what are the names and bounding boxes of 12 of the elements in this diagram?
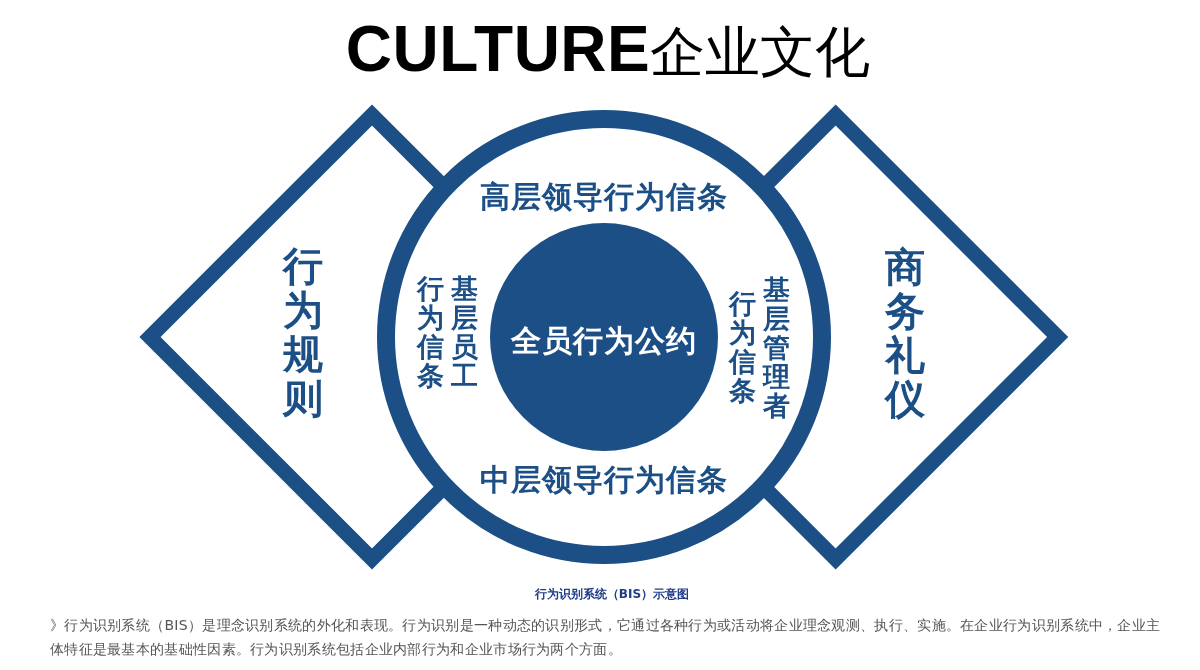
caption: 行为识别系统（BIS）示意图 [534,586,690,602]
center-circle [490,223,718,451]
ring-label: 高层领导行为信条 [480,179,728,213]
paragraph: 》行为识别系统（BIS）是理念识别系统的外化和表现。行为识别是一种动态的识别形式，它通过各种行为或活动将企业理念观测、执行、实施。在企业行为识别系统中，企业主体特征是最基本的基础性因素。行为识别系统包括企业内部行为和企业市场行为两个方面。 [50,616,1162,659]
ring-label: 中层领导行为信条 [480,462,728,496]
chevron-shape [138,103,443,571]
title: CULTURE企业文化 [345,14,871,87]
vertical-label: 行为规则 [281,244,324,420]
vertical-label: 基层员工行为信条 [415,274,479,390]
circle-label: 全员行为公约 [511,323,697,357]
ring [377,110,831,564]
vertical-label: 商务礼仪 [883,245,926,421]
